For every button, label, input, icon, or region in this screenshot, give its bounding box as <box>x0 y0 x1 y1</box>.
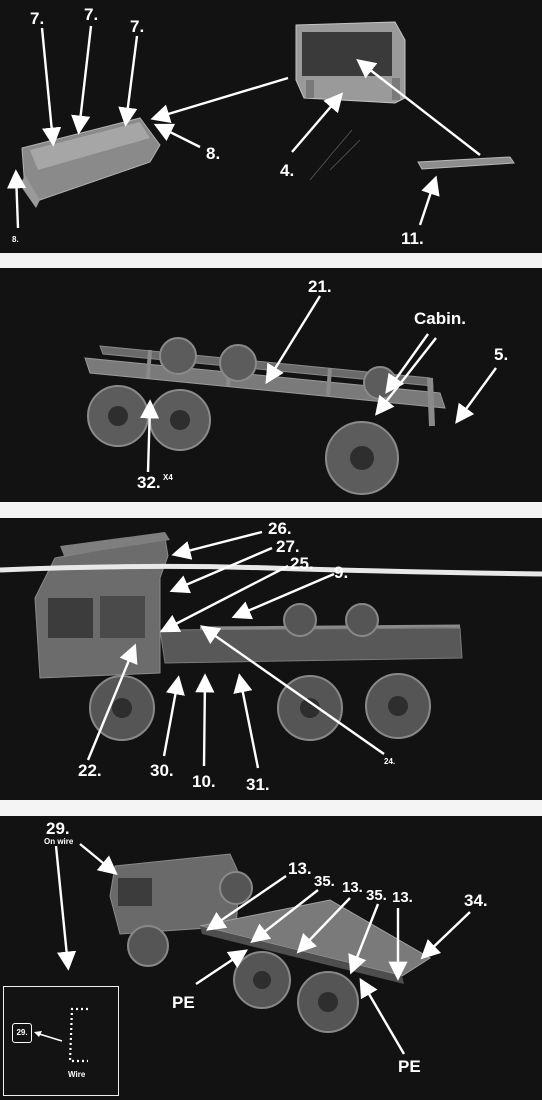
label-pe: PE <box>172 993 195 1012</box>
label-part-7: 7. <box>84 5 99 24</box>
panel2-arrows <box>139 295 497 473</box>
label-part-4: 4. <box>280 161 295 180</box>
label-part-26: 26. <box>268 519 292 538</box>
wheels <box>87 337 399 495</box>
inset-part-box: 29. <box>12 1023 32 1043</box>
label-on-wire: On wire <box>44 837 74 846</box>
inset-label-29: 29. <box>16 1028 28 1037</box>
label-part-7: 7. <box>130 17 145 36</box>
label-part-9: 9. <box>334 563 349 582</box>
panel3-arrows <box>86 530 385 769</box>
panel1-drawing <box>6 21 515 229</box>
label-part-30: 30. <box>150 761 174 780</box>
label-pe: PE <box>398 1057 421 1076</box>
panel4-arrows <box>54 843 471 1055</box>
label-part-35: 35. <box>366 887 387 904</box>
label-part-32: 32. <box>137 473 161 492</box>
panel1-arrows <box>6 25 481 229</box>
panel-cab-parts: 7. 7. 7. 8. 8. 4. 11. <box>0 0 542 253</box>
panel2-drawing <box>84 295 497 495</box>
panel-chassis: 21. Cabin. 5. 32. X4 <box>0 268 542 502</box>
truck-cab <box>34 532 170 679</box>
label-x4: X4 <box>163 473 173 482</box>
label-part-13: 13. <box>342 879 363 896</box>
label-part-13: 13. <box>288 859 312 878</box>
label-part-10: 10. <box>192 772 216 791</box>
label-part-22: 22. <box>78 761 102 780</box>
strip-part <box>417 156 515 170</box>
panel4-drawing <box>54 843 471 1055</box>
inset-wire-drawing <box>34 1007 88 1063</box>
label-cabin: Cabin. <box>414 309 466 328</box>
label-part-31: 31. <box>246 775 270 794</box>
label-part-7: 7. <box>30 9 45 28</box>
label-part-25: 25. <box>290 554 314 573</box>
label-part-5: 5. <box>494 345 509 364</box>
label-part-29: 29. <box>46 819 70 838</box>
label-part-13: 13. <box>392 889 413 906</box>
label-wire: Wire <box>68 1070 86 1079</box>
label-part-8: 8. <box>206 144 221 163</box>
label-part-35: 35. <box>314 873 335 890</box>
wire-detail-inset: 29. Wire <box>3 986 119 1096</box>
label-part-24: 24. <box>384 757 396 766</box>
label-part-21: 21. <box>308 277 332 296</box>
cab-shell-part <box>295 21 406 104</box>
label-part-8-small: 8. <box>12 235 19 244</box>
roof-part <box>20 117 161 208</box>
label-part-11: 11. <box>401 229 424 248</box>
panel-truck-cab: 26. 27. 25. 9. 22. 30. 10. 31. 24. <box>0 518 542 800</box>
label-part-34: 34. <box>464 891 488 910</box>
label-part-27: 27. <box>276 537 300 556</box>
panel3-drawing <box>0 530 542 769</box>
